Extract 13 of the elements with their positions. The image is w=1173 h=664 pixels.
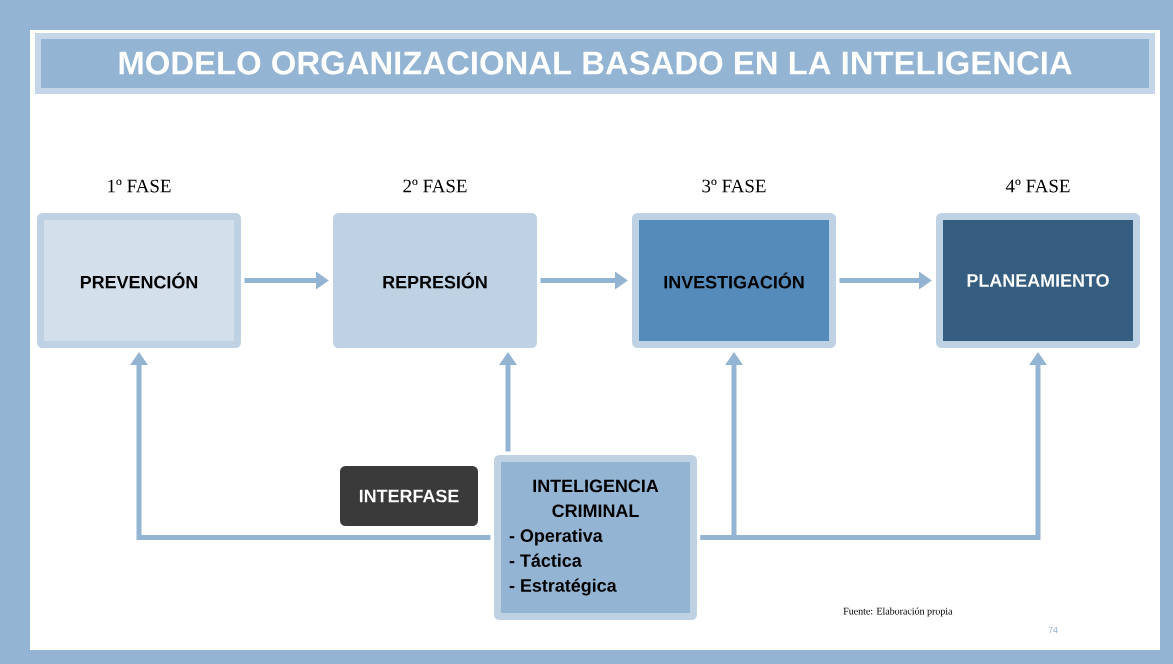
page-number: 74 xyxy=(1048,626,1058,634)
info-box: INTELIGENCIA CRIMINAL - Operativa - Táctica - Estratégica xyxy=(494,455,697,620)
phase-box: REPRESIÓN xyxy=(333,213,537,348)
label-box: INTERFASE xyxy=(340,466,478,526)
phase-box: PLANEAMIENTO xyxy=(936,213,1140,348)
phase-label: 1º FASE xyxy=(108,179,171,193)
source-note: Fuente: Elaboración propia xyxy=(843,607,953,617)
title: MODELO ORGANIZACIONAL BASADO EN LA INTELIGENCIA xyxy=(119,51,1072,75)
phase-label: 2º FASE xyxy=(403,179,467,193)
phase-box: INVESTIGACIÓN xyxy=(632,213,836,348)
phase-box: PREVENCIÓN xyxy=(37,213,241,348)
phase-label: 3º FASE xyxy=(702,179,766,193)
phase-label: 4º FASE xyxy=(1005,179,1070,193)
